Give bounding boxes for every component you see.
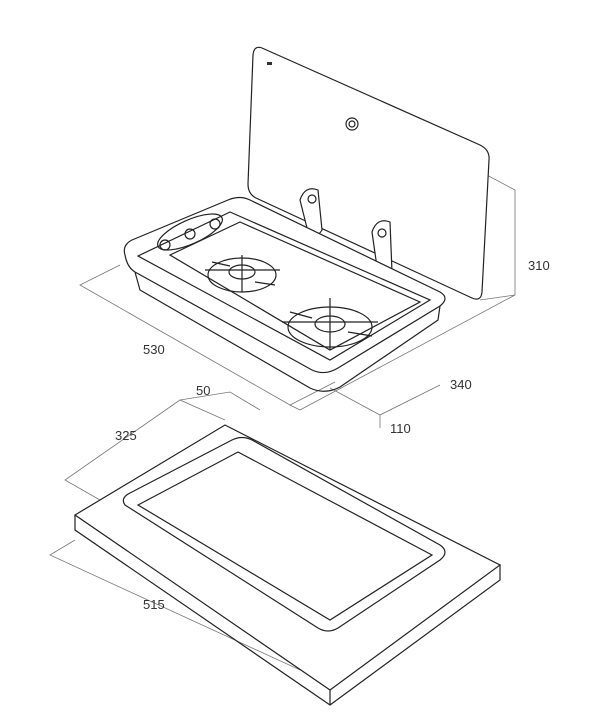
dimension-cutout-width: 515 <box>143 597 165 612</box>
hinges <box>299 188 393 279</box>
dimension-depth: 340 <box>450 377 472 392</box>
dimension-below-counter: 110 <box>390 421 411 436</box>
dimension-lines-hob <box>79 149 516 428</box>
lid-knob-hole <box>345 117 359 131</box>
dimension-cutout-depth: 325 <box>115 428 137 443</box>
dimension-width: 530 <box>143 342 165 357</box>
burner-left <box>205 255 280 293</box>
hob-tray <box>123 196 446 392</box>
burner-right <box>282 298 378 350</box>
glass-lid <box>247 46 490 300</box>
dimension-frame-border: 50 <box>196 383 211 398</box>
dimension-height: 310 <box>528 258 550 273</box>
cutout-frame <box>73 424 502 706</box>
